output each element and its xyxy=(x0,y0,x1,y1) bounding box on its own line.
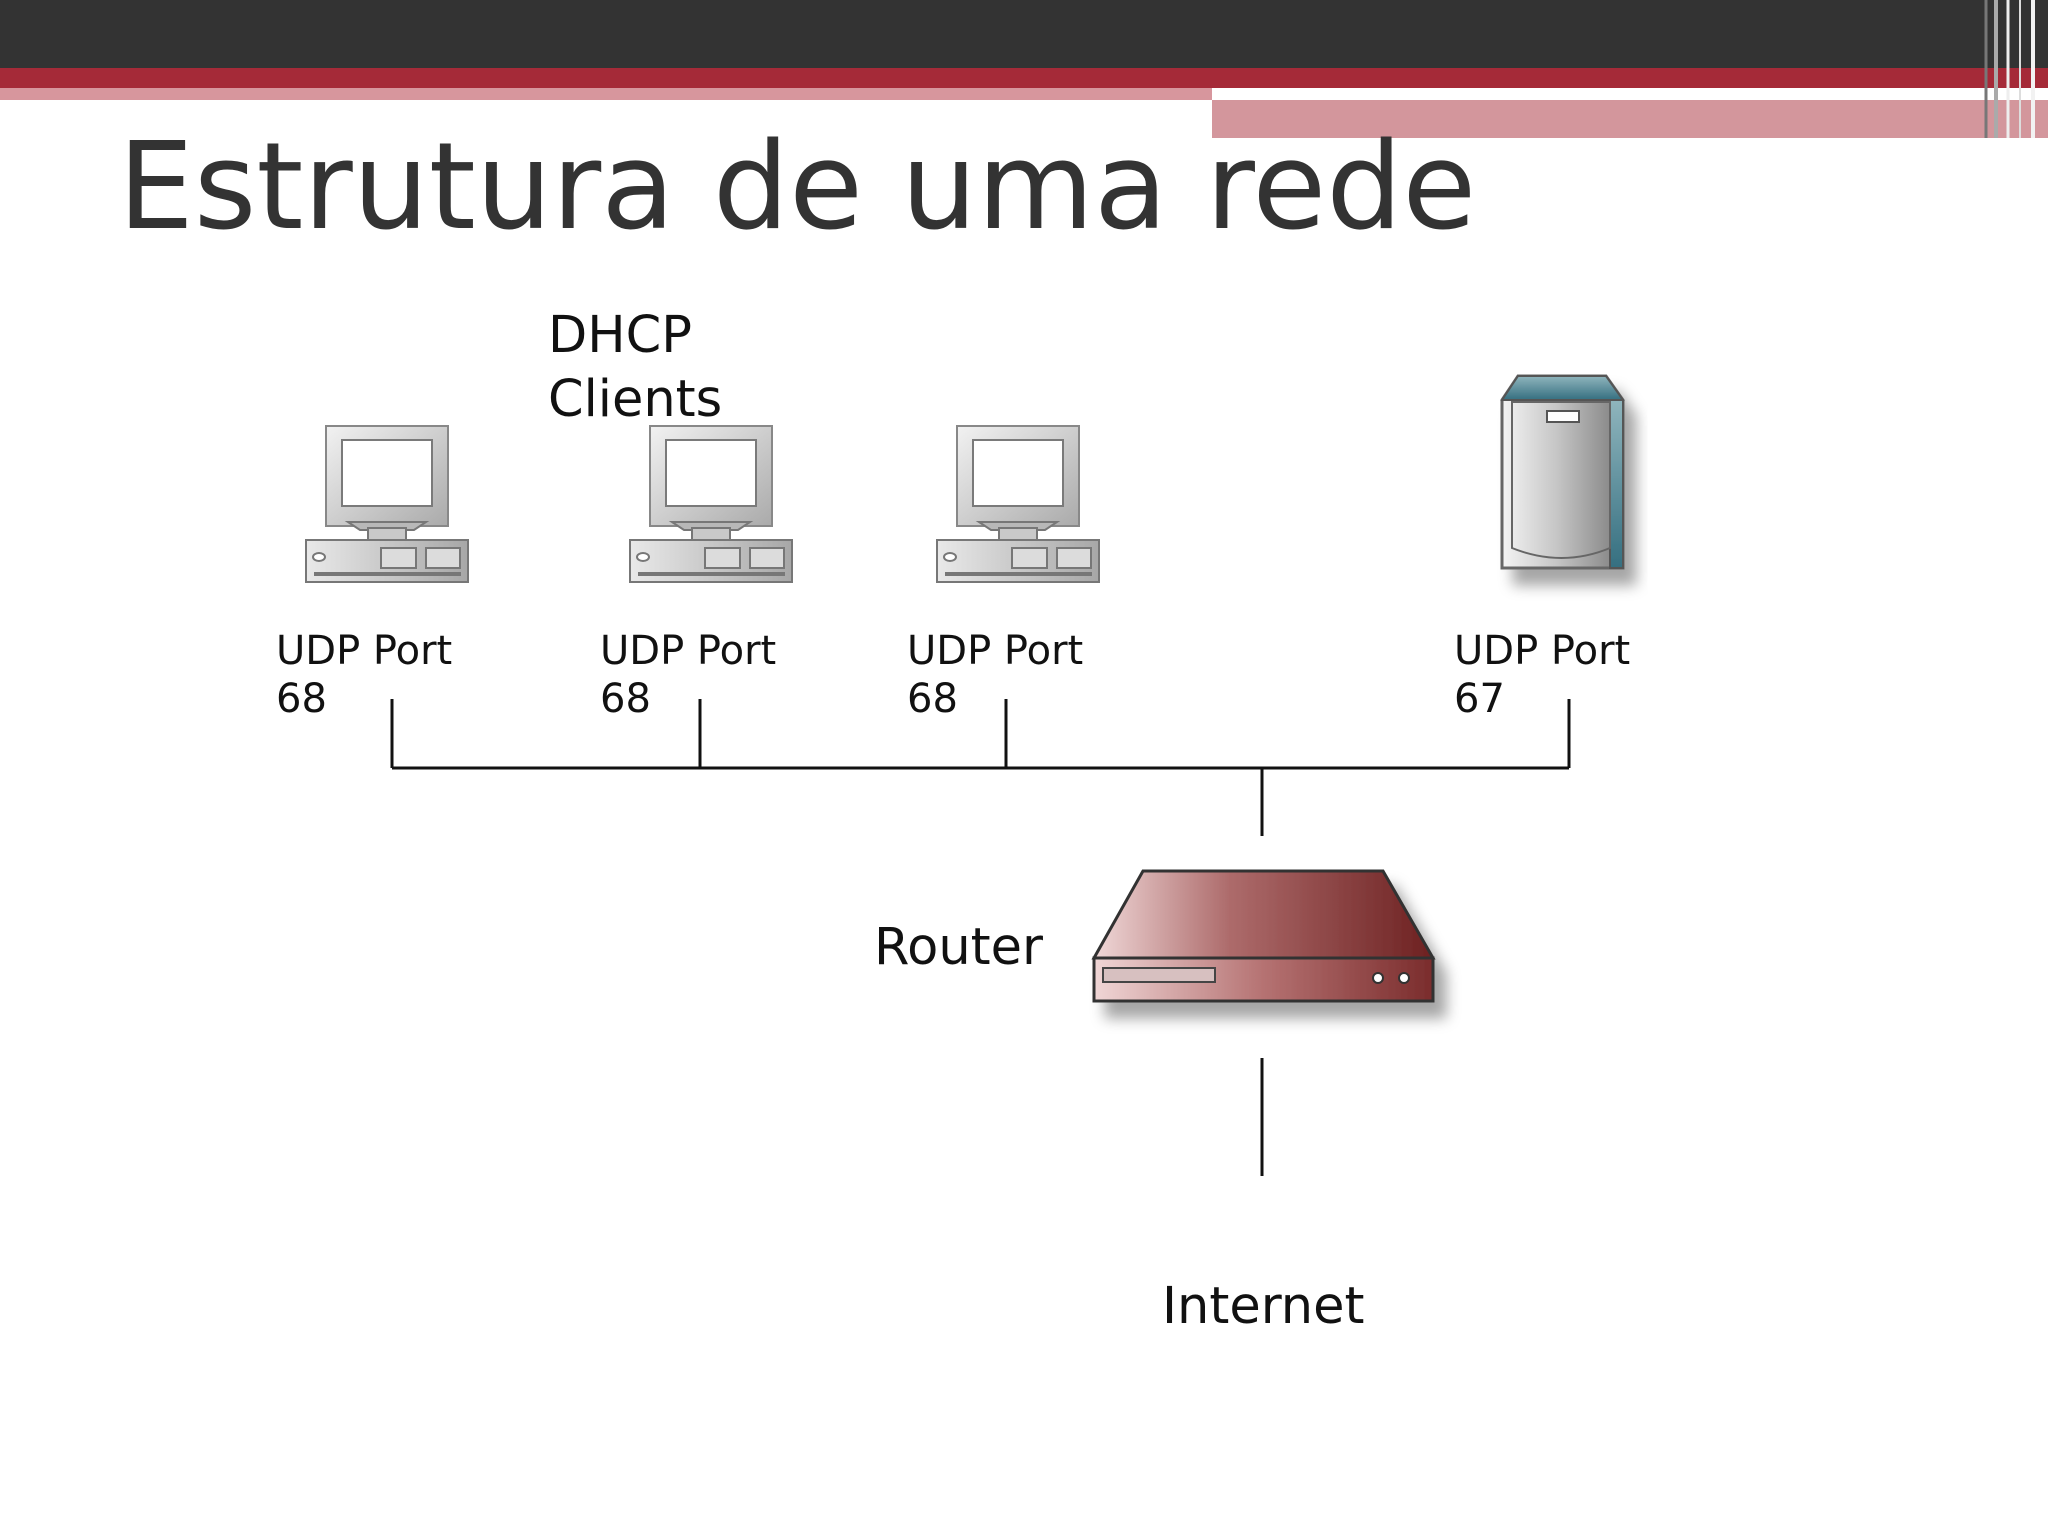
server-icon xyxy=(1500,374,1625,570)
red-accent-stripe xyxy=(0,68,2048,88)
client-3-port-label-line2: 68 xyxy=(907,676,958,722)
dhcp-clients-label: DHCP Clients xyxy=(548,306,723,429)
router-icon xyxy=(1091,869,1436,1003)
server-port-label-line2: 67 xyxy=(1454,676,1505,722)
client-1-port-label: UDP Port 68 xyxy=(276,627,452,723)
page-title: Estrutura de uma rede xyxy=(118,118,1477,257)
desktop-computer-icon xyxy=(305,425,469,583)
client-3-port-label: UDP Port 68 xyxy=(907,627,1083,723)
router-label: Router xyxy=(874,918,1044,977)
light-right-stripe xyxy=(1212,100,2048,138)
client-2-port-label-line2: 68 xyxy=(600,676,651,722)
light-left-stripe xyxy=(0,88,1212,100)
client-2-port-label: UDP Port 68 xyxy=(600,627,776,723)
client-1-port-label-line1: UDP Port xyxy=(276,628,453,674)
desktop-computer-icon xyxy=(936,425,1100,583)
server-port-label: UDP Port 67 xyxy=(1454,627,1630,723)
top-right-decoration xyxy=(1984,0,2035,138)
client-2-port-label-line1: UDP Port xyxy=(600,628,777,674)
desktop-computer-icon xyxy=(629,425,793,583)
server-port-label-line1: UDP Port xyxy=(1454,628,1631,674)
internet-label: Internet xyxy=(1162,1277,1365,1336)
client-3-port-label-line1: UDP Port xyxy=(907,628,1084,674)
client-1-port-label-line2: 68 xyxy=(276,676,327,722)
top-dark-bar xyxy=(0,0,2048,68)
